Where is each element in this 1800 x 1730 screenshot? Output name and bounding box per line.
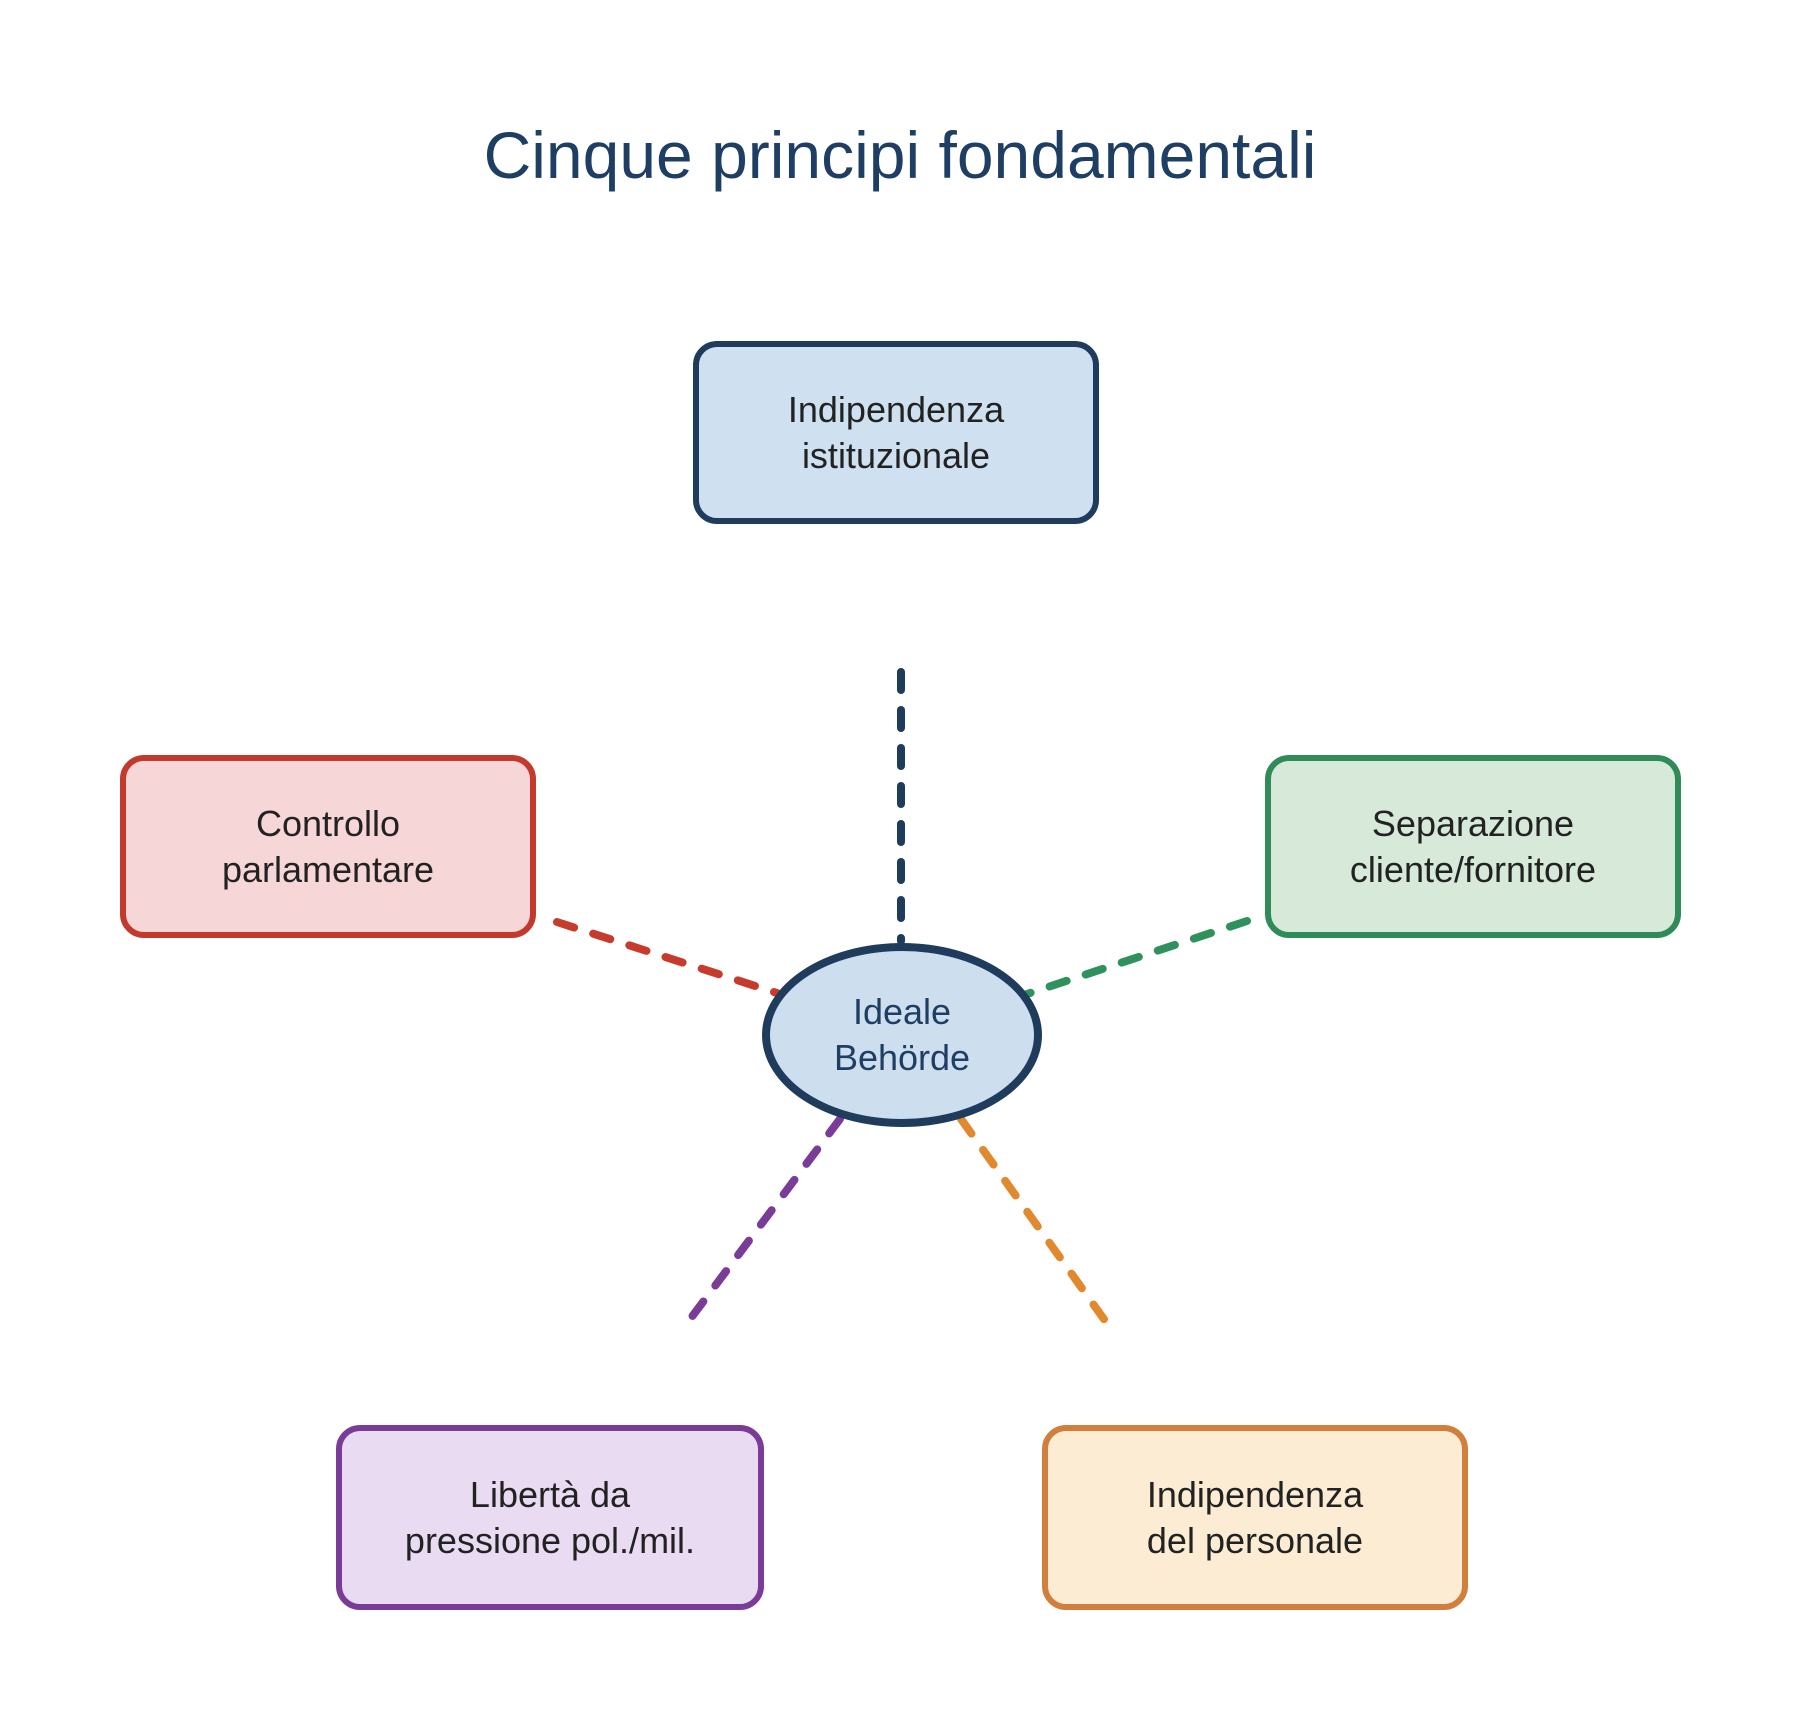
connector-liberta-da-pressione (681, 1115, 844, 1330)
node-liberta-da-pressione: Libertà da pressione pol./mil. (336, 1425, 764, 1610)
node-indipendenza-del-personale: Indipendenza del personale (1042, 1425, 1468, 1610)
connector-indipendenza-del-personale (957, 1115, 1115, 1333)
diagram-title: Cinque principi fondamentali (483, 118, 1317, 192)
connector-separazione-cliente-fornitore (1023, 917, 1251, 998)
node-separazione-cliente-fornitore: Separazione cliente/fornitore (1265, 755, 1681, 938)
node-controllo-parlamentare: Controllo parlamentare (120, 755, 536, 938)
node-ideale-behorde: Ideale Behörde (762, 943, 1042, 1127)
node-indipendenza-istituzionale: Indipendenza istituzionale (693, 341, 1099, 524)
connector-controllo-parlamentare (553, 918, 781, 997)
